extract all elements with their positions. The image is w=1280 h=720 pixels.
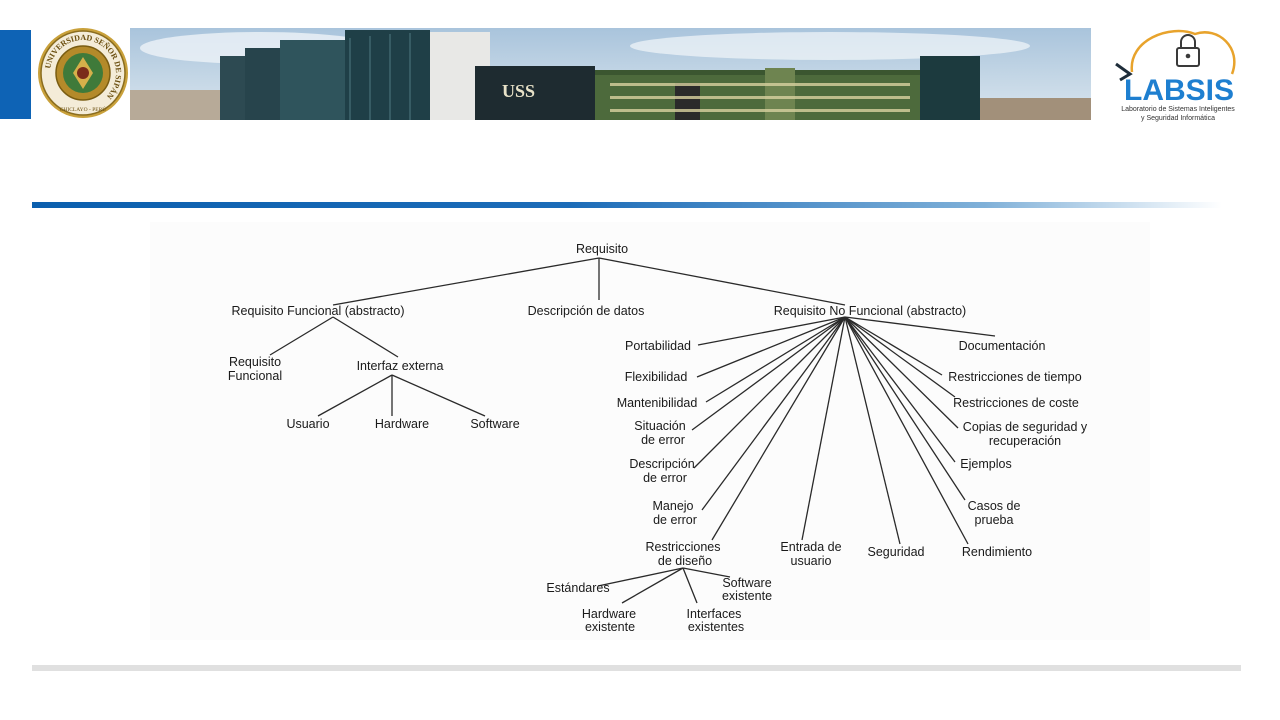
node-situacion-error-line1: Situación [634, 419, 685, 433]
node-ejemplos: Ejemplos [960, 457, 1011, 471]
node-usuario: Usuario [286, 417, 329, 431]
node-software: Software [470, 417, 519, 431]
university-seal: UNIVERSIDAD SEÑOR DE SIPÁN CHICLAYO - PE… [37, 27, 129, 124]
node-manejo-error-line2: de error [653, 513, 697, 527]
labsis-subtitle: Laboratorio de Sistemas Inteligentes y S… [1108, 105, 1248, 123]
node-hardware-existente-line1: Hardware [582, 607, 636, 621]
node-interfaces-existentes-line1: Interfaces [687, 607, 742, 621]
node-entrada-usuario-line2: usuario [791, 554, 832, 568]
header-accent-bar [0, 30, 31, 119]
node-casos-prueba-line2: prueba [975, 513, 1014, 527]
labsis-subtitle-line2: y Seguridad Informática [1141, 115, 1215, 122]
node-descripcion-error-line1: Descripción [629, 457, 694, 471]
node-requisito-no-funcional-abstracto: Requisito No Funcional (abstracto) [774, 304, 966, 318]
node-hardware-existente-line2: existente [585, 620, 635, 634]
footer-rule [32, 665, 1241, 671]
diagram-connectors [269, 257, 996, 604]
node-descripcion-error-line2: de error [643, 471, 687, 485]
node-requisito-funcional-line2: Funcional [228, 369, 282, 383]
node-casos-prueba-line1: Casos de [968, 499, 1021, 513]
node-restricciones-diseno-line1: Restricciones [645, 540, 720, 554]
node-hardware: Hardware [375, 417, 429, 431]
node-interfaz-externa: Interfaz externa [357, 359, 444, 373]
labsis-subtitle-line1: Laboratorio de Sistemas Inteligentes [1121, 106, 1235, 113]
node-seguridad: Seguridad [868, 545, 925, 559]
node-requisito: Requisito [576, 242, 628, 256]
node-estandares: Estándares [546, 581, 609, 595]
node-software-existente-line1: Software [722, 576, 771, 590]
diagram-panel [150, 222, 1150, 640]
node-documentacion: Documentación [959, 339, 1046, 353]
node-copias-seguridad-line2: recuperación [989, 434, 1061, 448]
node-requisito-funcional-abstracto: Requisito Funcional (abstracto) [232, 304, 405, 318]
labsis-logo-text: LABSIS [1124, 74, 1234, 107]
banner-sign-text: USS [502, 81, 535, 101]
node-copias-seguridad-line1: Copias de seguridad y [963, 420, 1088, 434]
node-interfaces-existentes-line2: existentes [688, 620, 744, 634]
node-manejo-error-line1: Manejo [653, 499, 694, 513]
node-portabilidad: Portabilidad [625, 339, 691, 353]
node-situacion-error-line2: de error [641, 433, 685, 447]
node-rendimiento: Rendimiento [962, 545, 1032, 559]
node-flexibilidad: Flexibilidad [625, 370, 688, 384]
node-restricciones-coste: Restricciones de coste [953, 396, 1079, 410]
node-descripcion-datos: Descripción de datos [528, 304, 645, 318]
labsis-logo: LABSIS [1110, 20, 1250, 130]
seal-sub-text: CHICLAYO - PERÚ [60, 105, 107, 113]
campus-banner: USS [130, 28, 1091, 120]
node-mantenibilidad: Mantenibilidad [617, 396, 698, 410]
node-software-existente-line2: existente [722, 589, 772, 603]
title-separator-rule [32, 202, 1222, 208]
node-restricciones-tiempo: Restricciones de tiempo [948, 370, 1081, 384]
node-requisito-funcional-line1: Requisito [229, 355, 281, 369]
node-entrada-usuario-line1: Entrada de [780, 540, 841, 554]
node-restricciones-diseno-line2: de diseño [658, 554, 712, 568]
